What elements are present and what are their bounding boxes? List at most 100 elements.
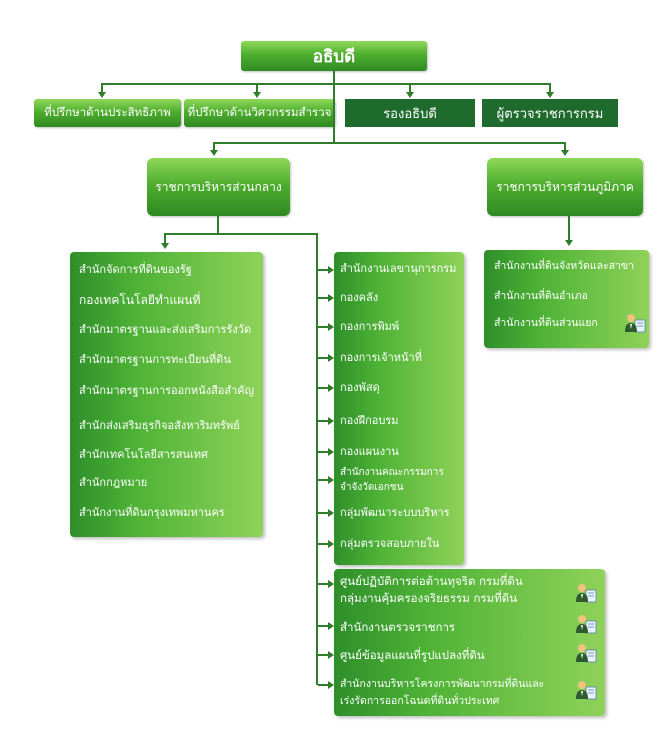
arrow-right-icon: [328, 448, 334, 456]
connector: [318, 583, 328, 585]
connector: [568, 216, 570, 241]
unit-label: สำนักงานคณะกรรมการ: [340, 467, 444, 478]
arrow-down-icon: [210, 150, 218, 156]
director-general-box: อธิบดี: [241, 41, 427, 71]
unit-label: ศูนย์ข้อมูลแผนที่รูปแปลงที่ดิน: [340, 648, 485, 662]
regional-administration-box: ราชการบริหารส่วนภูมิภาค: [487, 158, 643, 216]
arrow-down-icon: [406, 92, 414, 98]
connector: [318, 269, 328, 271]
director-general-label: อธิบดี: [312, 46, 356, 67]
unit-label: สำนักงานบริหารโครงการพัฒนากรมที่ดินและ: [340, 678, 545, 690]
person-document-icon: [576, 584, 597, 603]
person-document-icon: [576, 644, 597, 663]
connector: [318, 297, 328, 299]
arrow-right-icon: [328, 354, 334, 362]
arrow-down-icon: [98, 92, 106, 98]
connector: [318, 654, 328, 656]
deputy-label: รองอธิบดี: [383, 106, 437, 122]
central-right-panel: [334, 252, 464, 565]
arrow-right-icon: [328, 681, 334, 689]
arrow-right-icon: [328, 509, 334, 517]
regional-administration-label: ราชการบริหารส่วนภูมิภาค: [496, 179, 634, 194]
unit-label: สำนักงานที่ดินจังหวัดและสาขา: [494, 260, 635, 272]
connector: [318, 326, 328, 328]
connector: [101, 83, 103, 93]
unit-label: กองการพิมพ์: [340, 320, 400, 333]
connector: [409, 83, 411, 93]
connector: [318, 387, 328, 389]
connector: [333, 71, 335, 84]
arrow-down-icon: [546, 92, 554, 98]
central-bottom-panel: [334, 569, 605, 716]
central-administration-box: ราชการบริหารส่วนกลาง: [147, 158, 290, 216]
advisor-efficiency-label: ที่ปรึกษาด้านประสิทธิภาพ: [44, 105, 171, 119]
arrow-down-icon: [561, 150, 569, 156]
arrow-right-icon: [328, 540, 334, 548]
unit-label: กลุ่มตรวจสอบภายใน: [340, 537, 440, 550]
connector: [217, 216, 219, 235]
unit-label: จำจังวัดเอกชน: [340, 482, 404, 493]
unit-label: กลุ่มพัฒนาระบบบริหาร: [340, 506, 450, 519]
unit-label: สำนักกฎหมาย: [79, 476, 148, 489]
connector: [318, 543, 328, 545]
unit-label: กองฝึกอบรม: [340, 414, 399, 427]
connector: [318, 512, 328, 514]
person-document-icon: [625, 314, 646, 333]
connector: [564, 142, 566, 151]
inspector-label: ผู้ตรวจราชการกรม: [496, 106, 604, 122]
unit-label: กองแผนงาน: [340, 445, 399, 458]
unit-label: สำนักจัดการที่ดินของรัฐ: [79, 263, 192, 276]
arrow-right-icon: [328, 294, 334, 302]
person-document-icon: [576, 615, 597, 634]
connector: [213, 142, 215, 151]
arrow-down-icon: [565, 240, 573, 246]
arrow-right-icon: [328, 622, 334, 630]
unit-label: สำนักมาตรฐานการทะเบียนที่ดิน: [79, 353, 231, 366]
advisor-efficiency-box: ที่ปรึกษาด้านประสิทธิภาพ: [34, 99, 181, 127]
connector: [318, 357, 328, 359]
unit-label: สำนักงานที่ดินอำเภอ: [494, 290, 588, 302]
unit-label: สำนักงานตรวจราชการ: [340, 620, 456, 634]
advisor-engineering-label: ที่ปรึกษาด้านวิศวกรรมสำรวจ: [187, 105, 332, 119]
unit-label: สำนักมาตรฐานและส่งเสริมการรังวัด: [79, 323, 252, 336]
connector: [164, 233, 318, 235]
deputy-box: รองอธิบดี: [345, 99, 475, 127]
unit-label: สำนักมาตรฐานการออกหนังสือสำคัญ: [79, 384, 255, 397]
arrow-right-icon: [328, 580, 334, 588]
regional-panel: [484, 250, 649, 348]
arrow-right-icon: [328, 384, 334, 392]
unit-label: กองเทคโนโลยีทำแผนที่: [79, 293, 201, 307]
central-left-panel: [70, 252, 263, 537]
unit-label: กลุ่มงานคุ้มครองจริยธรรม กรมที่ดิน: [340, 591, 518, 605]
arrow-right-icon: [328, 266, 334, 274]
advisor-engineering-box: ที่ปรึกษาด้านวิศวกรรมสำรวจ: [184, 99, 335, 127]
connector: [318, 451, 328, 453]
unit-label: กองการเจ้าหน้าที่: [340, 351, 422, 364]
connector: [213, 142, 566, 144]
connector: [101, 83, 551, 85]
connector: [333, 85, 335, 144]
connector: [318, 625, 328, 627]
arrow-right-icon: [328, 651, 334, 659]
connector: [316, 233, 318, 685]
unit-label: สำนักส่งเสริมธุรกิจอสังหาริมทรัพย์: [79, 419, 240, 432]
unit-label: สำนักเทคโนโลยีสารสนเทศ: [79, 448, 208, 461]
arrow-down-icon: [161, 243, 169, 249]
arrow-down-icon: [253, 92, 261, 98]
arrow-right-icon: [328, 476, 334, 484]
connector: [318, 479, 328, 481]
unit-label: ศูนย์ปฏิบัติการต่อต้านทุจริต กรมที่ดิน: [340, 574, 523, 588]
unit-label: สำนักงานที่ดินส่วนแยก: [494, 317, 598, 329]
central-administration-label: ราชการบริหารส่วนกลาง: [155, 179, 282, 194]
inspector-box: ผู้ตรวจราชการกรม: [482, 99, 618, 127]
unit-label: สำนักงานเลขานุการกรม: [340, 262, 457, 275]
unit-label: กองคลัง: [340, 291, 379, 304]
unit-label: สำนักงานที่ดินกรุงเทพมหานคร: [79, 506, 225, 519]
person-document-icon: [576, 681, 597, 700]
unit-label: เร่งรัดการออกโฉนดที่ดินทั่วประเทศ: [340, 695, 500, 707]
connector: [318, 420, 328, 422]
connector: [256, 83, 258, 93]
connector: [318, 684, 328, 686]
arrow-right-icon: [328, 417, 334, 425]
arrow-right-icon: [328, 323, 334, 331]
